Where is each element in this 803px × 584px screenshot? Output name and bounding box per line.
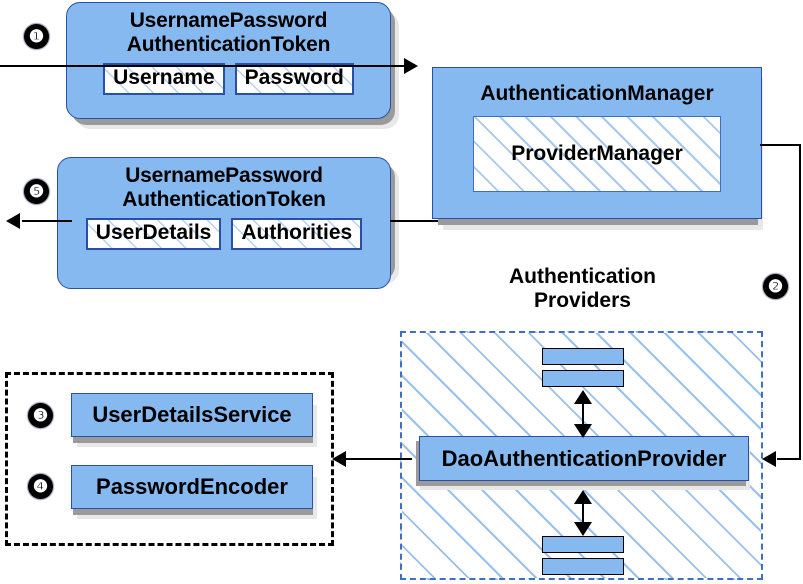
provider-to-dependencies-line: [346, 458, 412, 460]
provider-placeholder-bar-top-2: [542, 370, 624, 387]
response-token-title-line2: AuthenticationToken: [122, 187, 326, 211]
provider-placeholder-bar-top-1: [542, 348, 624, 365]
authentication-providers-label-line2: Providers: [534, 288, 631, 312]
provider-chain-line-top: [582, 396, 584, 430]
request-token-node[interactable]: UsernamePassword AuthenticationToken Use…: [66, 2, 391, 119]
request-token-fields: Username Password: [103, 63, 354, 95]
response-token-title-line1: UsernamePassword: [125, 164, 323, 187]
request-token-title: UsernamePassword AuthenticationToken: [67, 9, 390, 56]
manager-to-provider-line-vertical: [799, 144, 801, 459]
provider-chain-arrow-down: [574, 522, 592, 536]
incoming-request-line: [0, 65, 372, 67]
response-token-node[interactable]: UsernamePassword AuthenticationToken Use…: [57, 157, 391, 289]
incoming-request-arrowhead: [404, 58, 418, 74]
response-line-right: [390, 220, 438, 222]
field-username[interactable]: Username: [103, 63, 225, 95]
provider-manager-box[interactable]: ProviderManager: [473, 116, 721, 192]
dao-authentication-provider-node[interactable]: DaoAuthenticationProvider: [419, 436, 749, 481]
provider-chain-arrow-up-bottom: [574, 490, 592, 504]
password-encoder-node[interactable]: PasswordEncoder: [71, 465, 313, 509]
authentication-manager-title: AuthenticationManager: [480, 82, 714, 105]
provider-chain-line-bottom: [582, 496, 584, 528]
step-badge-4: ❹: [28, 474, 53, 499]
provider-placeholder-bar-bottom-1: [542, 536, 624, 553]
manager-to-provider-arrowhead: [762, 451, 776, 467]
provider-chain-arrow-down-top: [574, 424, 592, 438]
authentication-providers-label: Authentication Providers: [470, 265, 695, 312]
request-token-title-line1: UsernamePassword: [129, 9, 328, 32]
authentication-manager-node[interactable]: AuthenticationManager ProviderManager: [432, 67, 762, 219]
manager-to-provider-line-top: [760, 144, 801, 146]
field-user-details[interactable]: UserDetails: [85, 218, 222, 250]
step-badge-3: ❸: [28, 403, 53, 428]
authentication-providers-label-line1: Authentication: [509, 265, 656, 288]
step-badge-2: ❷: [763, 274, 788, 299]
user-details-service-node[interactable]: UserDetailsService: [71, 393, 313, 437]
response-token-title: UsernamePassword AuthenticationToken: [58, 164, 390, 211]
step-badge-5: ❺: [24, 179, 49, 204]
response-arrowhead: [6, 213, 20, 229]
field-authorities[interactable]: Authorities: [231, 218, 363, 250]
manager-to-provider-line-bottom: [777, 458, 801, 460]
response-token-fields: UserDetails Authorities: [85, 218, 363, 250]
response-line-left: [22, 220, 72, 222]
provider-placeholder-bar-bottom-2: [542, 558, 624, 575]
step-badge-1: ❶: [24, 24, 49, 49]
provider-chain-arrow-up: [574, 390, 592, 404]
request-token-title-line2: AuthenticationToken: [126, 32, 331, 56]
provider-to-dependencies-arrowhead: [332, 451, 346, 467]
incoming-request-line-tail: [370, 65, 406, 67]
field-password[interactable]: Password: [234, 63, 354, 95]
